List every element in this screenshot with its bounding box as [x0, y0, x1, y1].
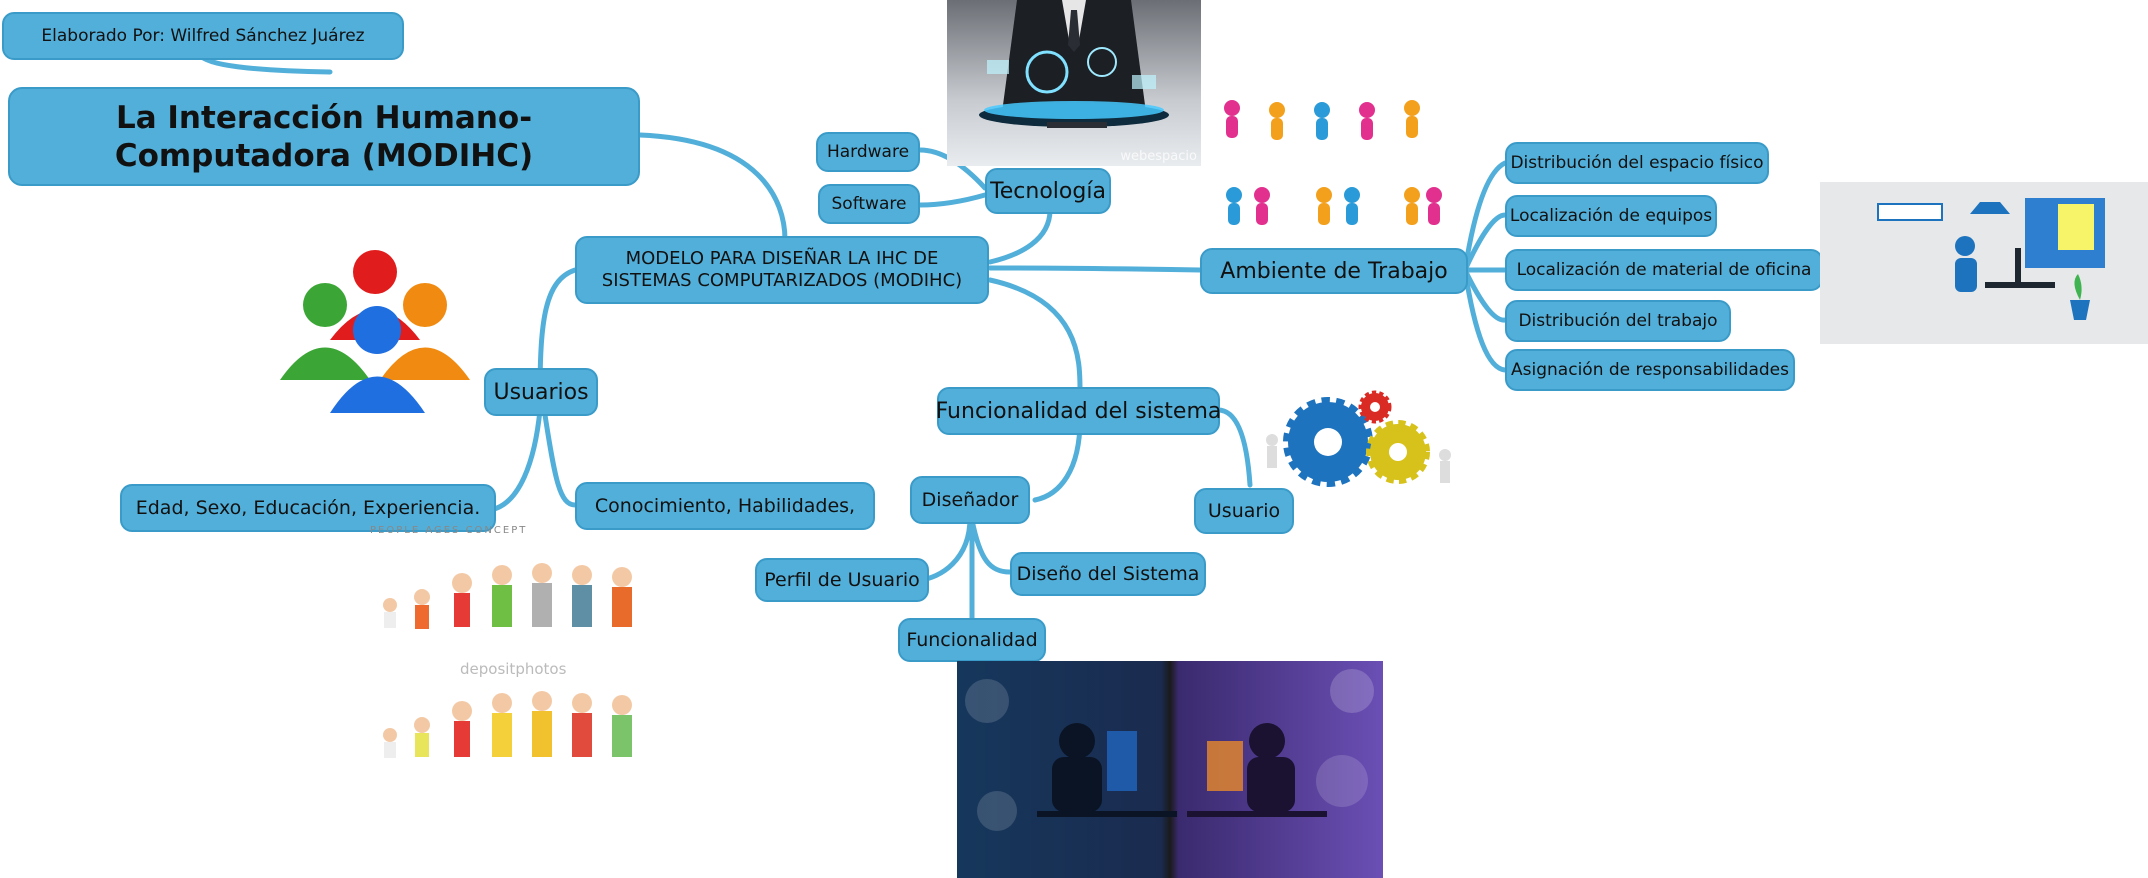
perfil-usuario-node[interactable]: Perfil de Usuario: [755, 558, 929, 602]
usuarios-node[interactable]: Usuarios: [484, 368, 598, 416]
image-watermark: depositphotos: [460, 660, 567, 678]
software-node[interactable]: Software: [818, 184, 920, 224]
ambiente-child-equipos[interactable]: Localización de equipos: [1505, 195, 1717, 237]
ambiente-child-trabajo[interactable]: Distribución del trabajo: [1505, 300, 1731, 342]
technology-image: webespacio: [947, 0, 1201, 166]
disenador-node[interactable]: Diseñador: [910, 476, 1030, 524]
teamwork-people-image: [1212, 92, 1462, 242]
gears-image: [1250, 380, 1465, 495]
central-node[interactable]: MODELO PARA DISEÑAR LA IHC DE SISTEMAS C…: [575, 236, 989, 304]
root-title-node[interactable]: La Interacción Humano-Computadora (MODIH…: [8, 87, 640, 186]
workspace-image: [1820, 182, 2148, 344]
author-label[interactable]: Elaborado Por: Wilfred Sánchez Juárez: [2, 12, 404, 60]
users-heads-image: [275, 245, 480, 415]
funcionalidad-sistema-node[interactable]: Funcionalidad del sistema: [936, 387, 1221, 435]
funcionalidad-node[interactable]: Funcionalidad: [898, 618, 1046, 662]
ambiente-child-espacio[interactable]: Distribución del espacio físico: [1505, 142, 1769, 184]
usuario-node[interactable]: Usuario: [1194, 488, 1294, 534]
diseno-sistema-node[interactable]: Diseño del Sistema: [1010, 552, 1206, 596]
usuarios-child-demografia[interactable]: Edad, Sexo, Educación, Experiencia.: [120, 484, 496, 532]
people-ages-caption: PEOPLE AGES CONCEPT: [370, 525, 528, 536]
image-watermark: webespacio: [1120, 149, 1197, 164]
ambiente-node[interactable]: Ambiente de Trabajo: [1200, 248, 1468, 294]
people-ages-image: PEOPLE AGES CONCEPT depositphotos: [370, 525, 690, 785]
usuarios-child-conocimiento[interactable]: Conocimiento, Habilidades,: [575, 482, 875, 530]
tecnologia-node[interactable]: Tecnología: [985, 168, 1111, 214]
ambiente-child-responsabilidades[interactable]: Asignación de responsabilidades: [1505, 349, 1795, 391]
ambiente-child-material[interactable]: Localización de material de oficina: [1505, 249, 1823, 291]
designers-image: [957, 661, 1383, 878]
hardware-node[interactable]: Hardware: [816, 132, 920, 172]
